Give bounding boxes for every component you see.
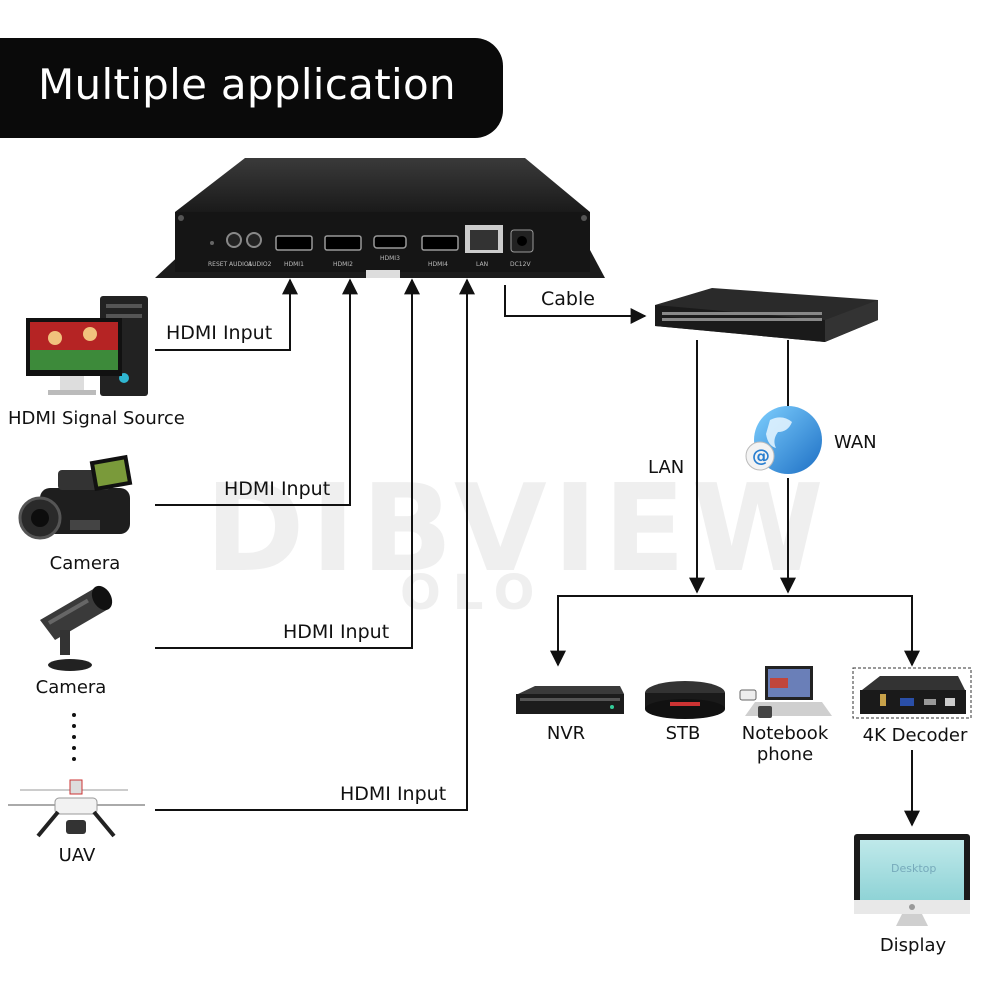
display-monitor-icon: Desktop <box>854 834 970 926</box>
hdmi-input-label-4: HDMI Input <box>340 783 447 805</box>
decoder-icon <box>852 667 972 719</box>
hdmi-input-label-3: HDMI Input <box>283 621 390 643</box>
port-label-audio1: AUDIO1 <box>229 261 253 268</box>
port-label-audio2: AUDIO2 <box>248 261 272 268</box>
display-label: Display <box>879 935 947 956</box>
hdmi-line-1 <box>155 278 298 351</box>
hdmi-line-4 <box>155 278 475 811</box>
cable-line <box>504 285 647 324</box>
network-switch-icon <box>655 288 878 342</box>
watermark: DIBVIEW <box>205 460 830 599</box>
hdmi-input-label-2: HDMI Input <box>224 478 331 500</box>
wan-label: WAN <box>834 432 877 453</box>
notebook-phone-icon <box>739 666 832 718</box>
port-label-hdmi1: HDMI1 <box>284 261 304 268</box>
nvr-icon <box>516 686 624 714</box>
hdmi-lines <box>155 278 920 827</box>
cctv-camera-label: Camera <box>35 677 107 698</box>
wan-globe-icon: @ <box>745 406 822 474</box>
camcorder-label: Camera <box>49 553 121 574</box>
svg-text:@: @ <box>752 446 770 467</box>
lan-label: LAN <box>648 457 685 478</box>
port-label-hdmi4: HDMI4 <box>428 261 448 268</box>
page-title: Multiple application <box>38 60 456 109</box>
stb-icon <box>645 681 725 719</box>
decoder-label: 4K Decoder <box>862 725 968 746</box>
cctv-camera-icon <box>40 585 113 671</box>
cable-label: Cable <box>541 288 595 310</box>
port-label-reset: RESET <box>208 261 228 268</box>
camcorder-icon <box>18 454 133 540</box>
display-screen-text: Desktop <box>891 862 936 875</box>
notebook-label-line2: phone <box>756 744 814 765</box>
hdmi-line-2 <box>155 278 358 506</box>
stb-label: STB <box>665 723 701 744</box>
port-label-hdmi3: HDMI3 <box>380 255 400 262</box>
port-label-dc12v: DC12V <box>510 261 531 268</box>
uav-label: UAV <box>58 845 96 866</box>
port-label-hdmi2: HDMI2 <box>333 261 353 268</box>
encoder-device: RESET AUDIO1 AUDIO2 HDMI1 HDMI2 HDMI3 HD… <box>155 158 605 278</box>
pc-source-label: HDMI Signal Source <box>8 408 185 429</box>
port-label-lan: LAN <box>476 261 488 268</box>
uav-drone-icon <box>8 779 145 838</box>
nvr-label: NVR <box>546 723 586 744</box>
title-banner: Multiple application <box>0 38 503 138</box>
more-sources-dots <box>72 713 76 761</box>
pc-source-icon <box>26 296 148 396</box>
hdmi-input-label-1: HDMI Input <box>166 322 273 344</box>
distribution-bus <box>557 595 913 665</box>
hdmi-line-3 <box>155 278 420 649</box>
notebook-label-line1: Notebook <box>741 723 829 744</box>
